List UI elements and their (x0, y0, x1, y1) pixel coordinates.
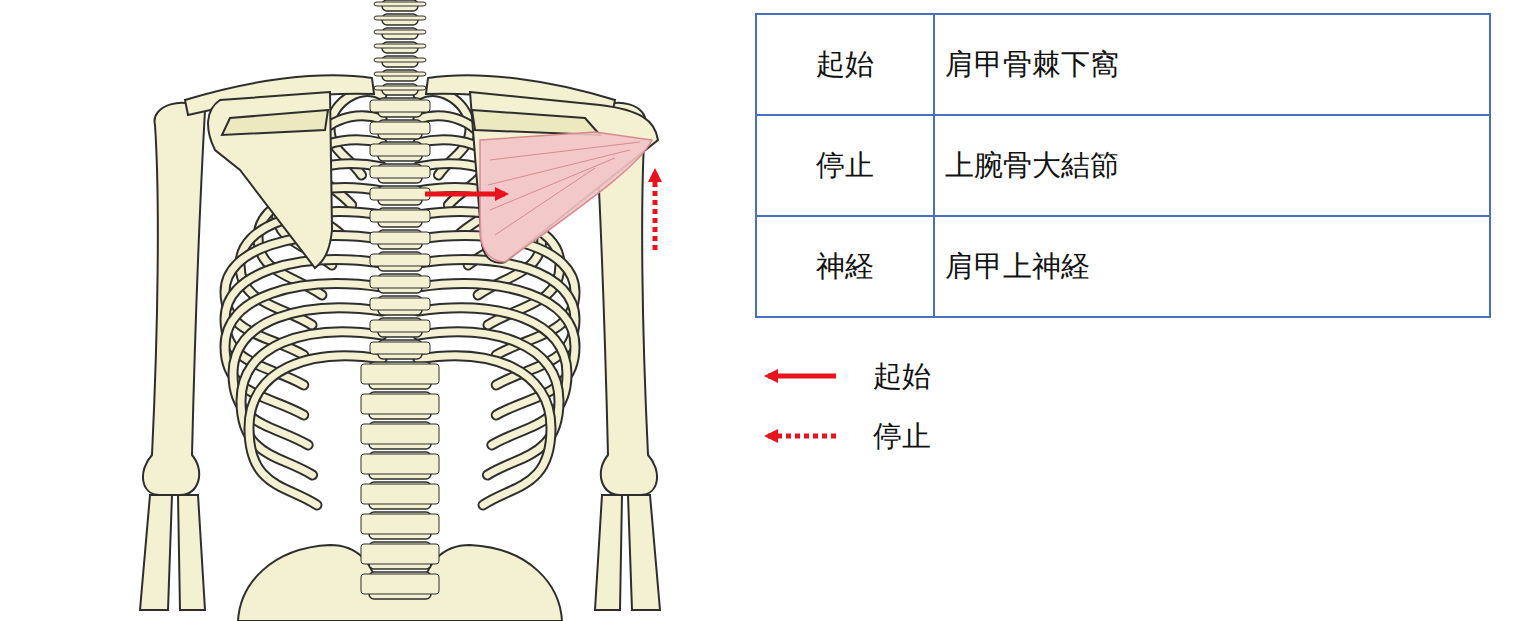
vertebra-process (370, 298, 430, 310)
vertebra-process (374, 16, 426, 20)
vertebra-process (370, 320, 430, 332)
table-text: 神経 (816, 249, 874, 284)
vertebra-process (370, 100, 430, 112)
table-text: 停止 (816, 148, 874, 183)
vertebra-process (361, 364, 439, 384)
insertion-arrow (653, 172, 658, 250)
vertebra-process (374, 72, 426, 76)
table-text: 起始 (816, 47, 874, 82)
table-cell: 起始 (755, 13, 935, 116)
vertebra-process (370, 144, 430, 156)
pelvis (238, 545, 562, 621)
vertebra-process (370, 166, 430, 178)
legend-text: 起始 (873, 359, 931, 394)
vertebra-process (361, 394, 439, 414)
infraspinatus-muscle (480, 132, 652, 262)
table-cell: 神経 (755, 215, 935, 318)
table-text: 肩甲骨棘下窩 (945, 47, 1119, 82)
vertebra-process (361, 514, 439, 534)
arms (140, 103, 660, 610)
table-cell: 肩甲骨棘下窩 (933, 13, 1491, 116)
table-cell: 上腕骨大結節 (933, 114, 1491, 217)
vertebra-process (370, 122, 430, 134)
vertebra-process (361, 574, 439, 594)
vertebra-process (361, 424, 439, 444)
origin-arrow (425, 192, 505, 197)
vertebra-process (361, 484, 439, 504)
vertebra-process (370, 232, 430, 244)
vertebra-process (374, 86, 426, 90)
vertebra-process (374, 2, 426, 6)
vertebra-process (370, 210, 430, 222)
table-text: 上腕骨大結節 (945, 148, 1119, 183)
legend-item: 起始 (873, 359, 931, 394)
legend-item: 停止 (873, 419, 931, 454)
vertebra-process (374, 58, 426, 62)
legend-text: 停止 (873, 419, 931, 454)
vertebra-process (374, 30, 426, 34)
vertebra-process (374, 44, 426, 48)
vertebra-process (361, 544, 439, 564)
vertebra-process (370, 276, 430, 288)
table-cell: 肩甲上神経 (933, 215, 1491, 318)
vertebra-process (370, 188, 430, 200)
shoulder-girdle (185, 75, 658, 268)
vertebra-process (370, 254, 430, 266)
vertebra-process (370, 342, 430, 354)
legend-origin-sample (768, 374, 836, 379)
vertebra-process (361, 454, 439, 474)
legend-insertion-sample (768, 434, 836, 439)
table-text: 肩甲上神経 (945, 249, 1090, 284)
table-cell: 停止 (755, 114, 935, 217)
